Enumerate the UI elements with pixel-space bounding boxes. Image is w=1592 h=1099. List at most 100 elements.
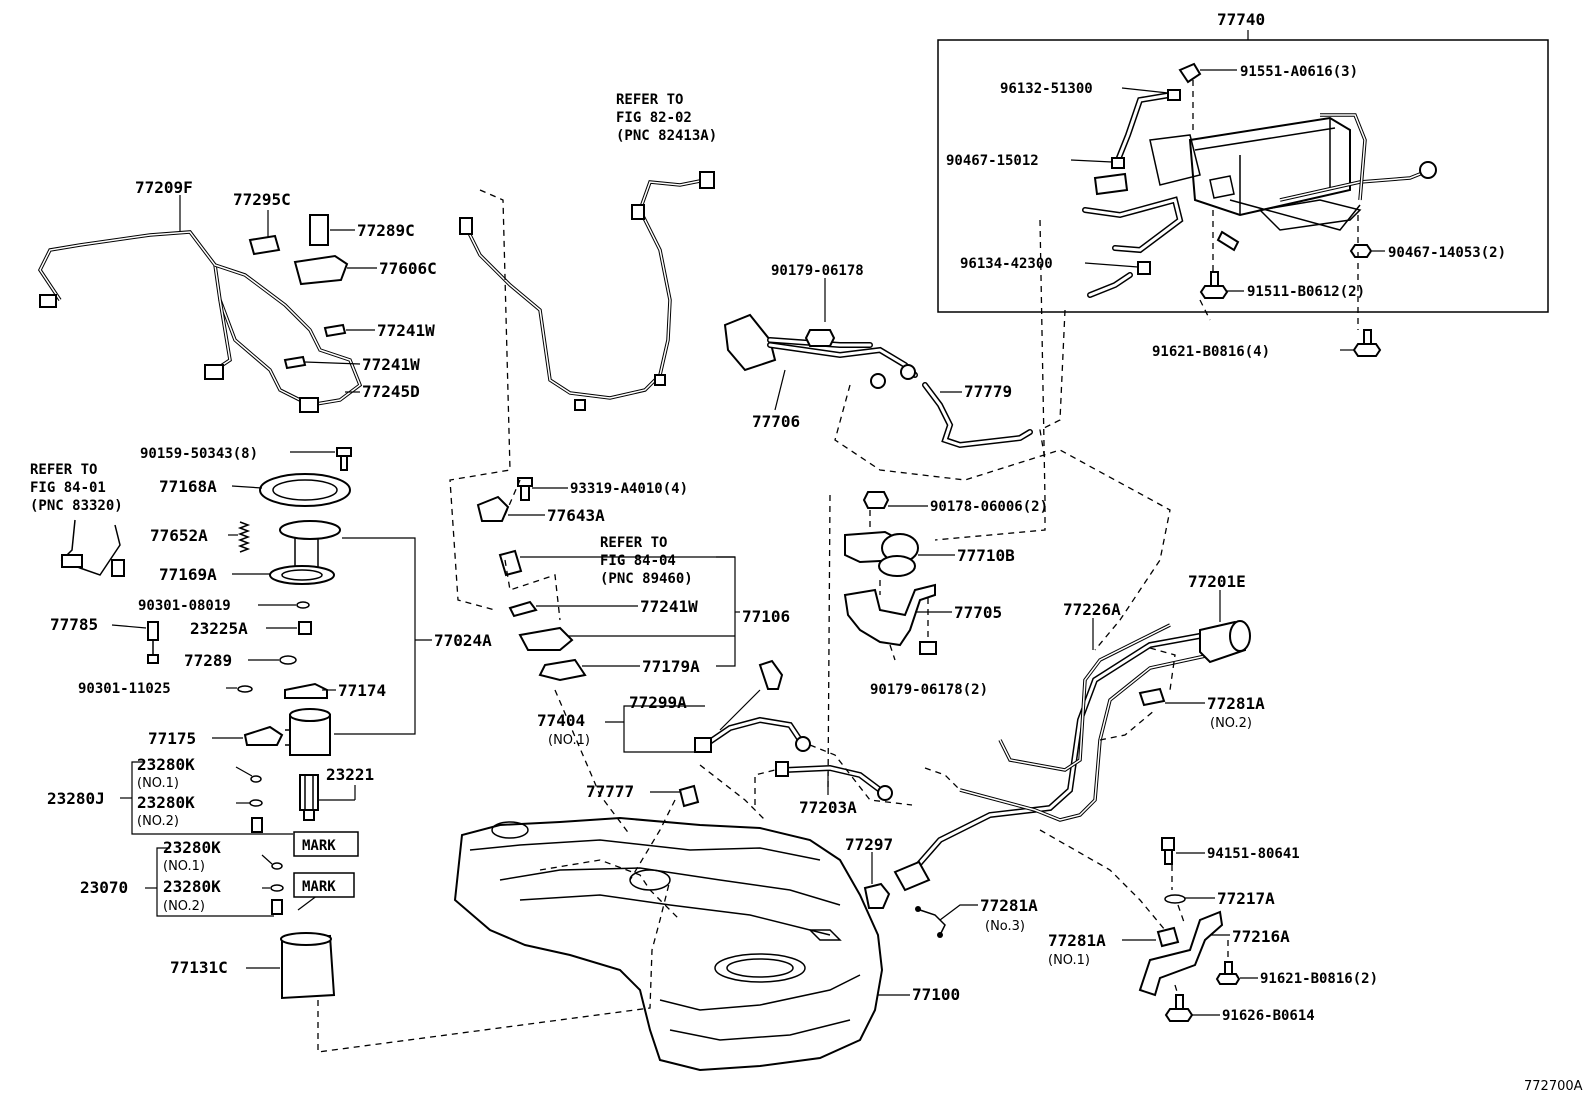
clamp-77289c: 77289C [309,214,415,246]
label-23280k-no2-b[interactable]: 23280K [163,877,221,896]
label-90159-50343[interactable]: 90159-50343(8) [140,446,258,462]
label-77606c[interactable]: 77606C [379,259,437,278]
label-77169a[interactable]: 77169A [159,565,217,584]
mark-label-2[interactable]: MARK [302,879,336,895]
label-77404[interactable]: 77404 [537,711,585,730]
label-77710b[interactable]: 77710B [957,546,1015,565]
label-77299a[interactable]: 77299A [629,693,687,712]
note-no2-b[interactable]: (NO.2) [163,899,205,914]
pump-assembly-top: 77169A [159,520,341,585]
label-23280k-no1-a[interactable]: 23280K [137,755,195,774]
label-90178-06006[interactable]: 90178-06006(2) [930,499,1048,515]
ref3-line2[interactable]: FIG 84-04 [600,553,676,569]
ref-82-02-wire: REFER TO FIG 82-02 (PNC 82413A) [459,92,717,411]
label-77705[interactable]: 77705 [954,603,1002,622]
label-77740[interactable]: 77740 [1217,10,1265,29]
ref1-line1[interactable]: REFER TO [616,92,683,108]
mark-label-1[interactable]: MARK [302,838,336,854]
label-77216a[interactable]: 77216A [1232,927,1290,946]
label-77785[interactable]: 77785 [50,615,98,634]
label-77100[interactable]: 77100 [912,985,960,1004]
ref2-line2[interactable]: FIG 84-01 [30,480,106,496]
label-96132-51300[interactable]: 96132-51300 [1000,81,1093,97]
label-77779[interactable]: 77779 [964,382,1012,401]
label-23280k-no1-b[interactable]: 23280K [163,838,221,857]
label-77168a[interactable]: 77168A [159,477,217,496]
label-23221[interactable]: 23221 [326,765,374,784]
label-91551-a0616[interactable]: 91551-A0616(3) [1240,64,1358,80]
label-91626-b0614[interactable]: 91626-B0614 [1222,1008,1315,1024]
pump-23221: 23221 [299,765,374,821]
label-77652a[interactable]: 77652A [150,526,208,545]
label-77179a[interactable]: 77179A [642,657,700,676]
gasket-90301-08019: 90301-08019 [138,598,310,614]
label-77209f[interactable]: 77209F [135,178,193,197]
ref1-line3[interactable]: (PNC 82413A) [616,128,717,144]
clip-77241w-b: 77241W [283,355,420,374]
label-77024a[interactable]: 77024A [434,631,492,650]
label-90179-06178[interactable]: 90179-06178 [771,263,864,279]
label-77241w-a[interactable]: 77241W [377,321,435,340]
label-77297[interactable]: 77297 [845,835,893,854]
label-77777[interactable]: 77777 [586,782,634,801]
ref3-line3[interactable]: (PNC 89460) [600,571,693,587]
label-77203a[interactable]: 77203A [799,798,857,817]
label-91621-b0816-2[interactable]: 91621-B0816(2) [1260,971,1378,987]
label-77706[interactable]: 77706 [752,412,800,431]
note-no1-a[interactable]: (NO.1) [137,776,179,791]
label-23225a[interactable]: 23225A [190,619,248,638]
ref3-line1[interactable]: REFER TO [600,535,667,551]
canister-group: 77740 [937,10,1549,313]
label-94151-80641[interactable]: 94151-80641 [1207,846,1300,862]
label-77174[interactable]: 77174 [338,681,386,700]
note-no1-b[interactable]: (NO.1) [163,859,205,874]
label-77241w-b[interactable]: 77241W [362,355,420,374]
label-77106[interactable]: 77106 [742,607,790,626]
label-77289[interactable]: 77289 [184,651,232,670]
label-91621-b0816-4[interactable]: 91621-B0816(4) [1152,344,1270,360]
label-77217a[interactable]: 77217A [1217,889,1275,908]
label-96134-42300[interactable]: 96134-42300 [960,256,1053,272]
label-23280k-no2-a[interactable]: 23280K [137,793,195,812]
ring-77289: 77289 [184,651,297,670]
label-93319-a4010[interactable]: 93319-A4010(4) [570,481,688,497]
note-no1-d[interactable]: (NO.1) [1048,953,1090,968]
label-23070[interactable]: 23070 [80,878,128,897]
label-77226a[interactable]: 77226A [1063,600,1121,619]
label-90467-14053[interactable]: 90467-14053(2) [1388,245,1506,261]
label-77201e[interactable]: 77201E [1188,572,1246,591]
label-77245d[interactable]: 77245D [362,382,420,401]
label-90301-11025[interactable]: 90301-11025 [78,681,171,697]
label-77241w-c[interactable]: 77241W [640,597,698,616]
label-90179-06178-2[interactable]: 90179-06178(2) [870,682,988,698]
label-90467-15012[interactable]: 90467-15012 [946,153,1039,169]
ref2-line3[interactable]: (PNC 83320) [30,498,123,514]
label-91511-b0612[interactable]: 91511-B0612(2) [1247,284,1365,300]
label-23280j[interactable]: 23280J [47,789,105,808]
diagram-id: 772700A [1524,1079,1583,1094]
note-no2-e[interactable]: (NO.2) [1210,716,1252,731]
label-77281a-no2[interactable]: 77281A [1207,694,1265,713]
label-90301-08019[interactable]: 90301-08019 [138,598,231,614]
label-77175[interactable]: 77175 [148,729,196,748]
filler-neck-77201e: 77201E [1188,572,1251,664]
spring-77652a: 77652A [150,521,251,553]
retainer-77168a: 77168A [159,473,351,507]
ref2-line1[interactable]: REFER TO [30,462,97,478]
label-77281a-no3[interactable]: 77281A [980,896,1038,915]
assembly-dashed-lines [317,189,1359,1053]
part-23225a: 23225A [190,619,312,638]
label-77131c[interactable]: 77131C [170,958,228,977]
ref1-line2[interactable]: FIG 82-02 [616,110,692,126]
label-77295c[interactable]: 77295C [233,190,291,209]
gasket-90301-11025: 90301-11025 [78,681,253,697]
label-77643a[interactable]: 77643A [547,506,605,525]
note-no1-c[interactable]: (NO.1) [548,733,590,748]
note-no2-a[interactable]: (NO.2) [137,814,179,829]
label-77281a-no1[interactable]: 77281A [1048,931,1106,950]
label-77289c[interactable]: 77289C [357,221,415,240]
note-no3[interactable]: (No.3) [985,919,1025,934]
bolt-90159-50343: 90159-50343(8) [140,446,352,471]
clip-77174: 77174 [284,681,386,700]
